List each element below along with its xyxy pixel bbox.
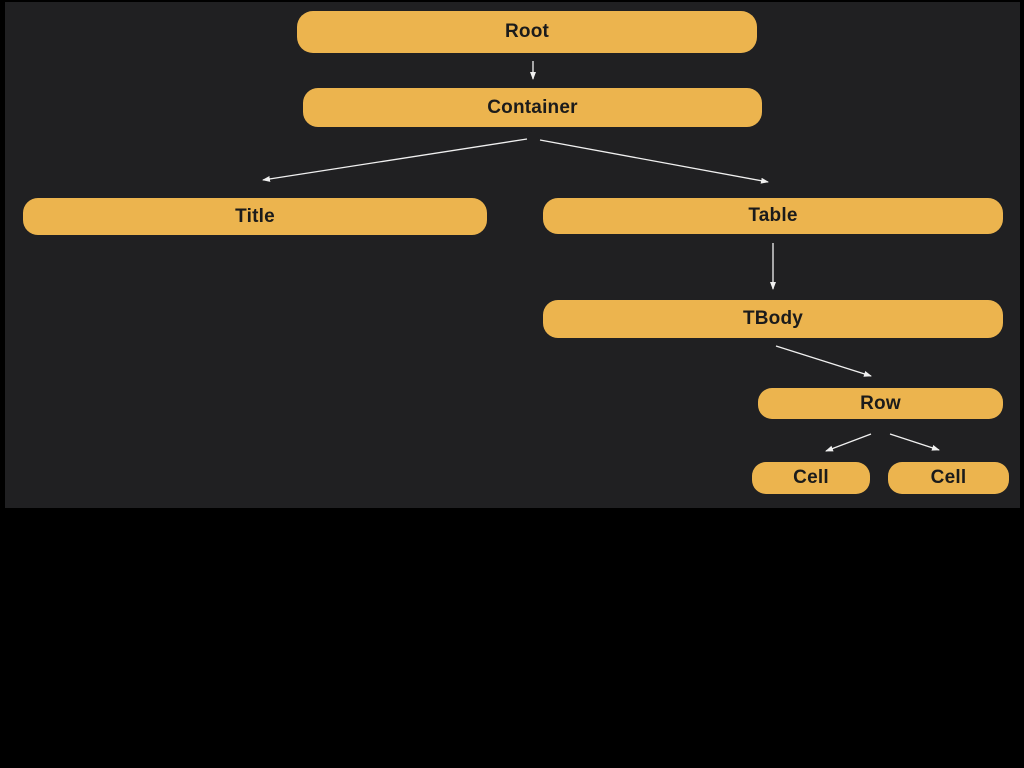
node-cell-2: Cell [888,462,1009,494]
letterbox-bottom [0,508,1024,768]
node-root: Root [297,11,757,53]
node-container: Container [303,88,762,127]
node-table: Table [543,198,1003,234]
diagram-canvas [5,2,1020,508]
node-title: Title [23,198,487,235]
node-tbody: TBody [543,300,1003,338]
node-cell-1: Cell [752,462,870,494]
node-row: Row [758,388,1003,419]
